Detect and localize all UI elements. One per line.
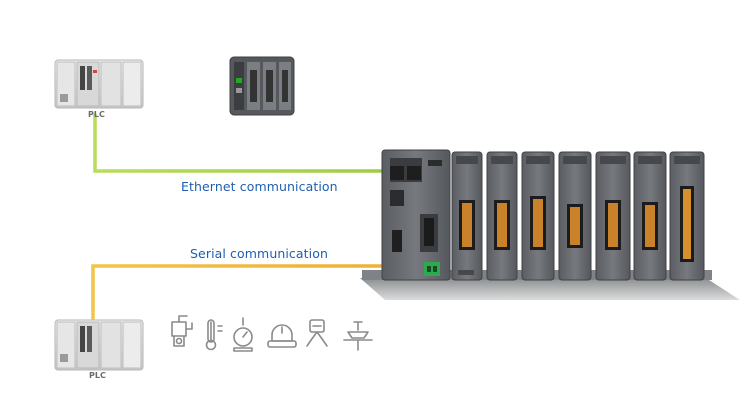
remote-io-unit xyxy=(229,56,295,116)
serial-line-main xyxy=(91,264,387,320)
plc-bottom xyxy=(54,319,144,371)
ethernet-communication-label: Ethernet communication xyxy=(181,179,338,194)
serial-lines xyxy=(91,264,387,322)
pressure-gauge-icon xyxy=(233,317,253,352)
ethernet-line-plc xyxy=(93,113,397,173)
io-module-5 xyxy=(595,151,631,281)
field-devices xyxy=(171,315,373,352)
valve-icon xyxy=(343,321,373,351)
ethernet-lines xyxy=(93,113,397,173)
io-module-1 xyxy=(451,151,483,281)
io-module-6 xyxy=(633,151,667,281)
cpu-module xyxy=(381,149,451,281)
plc-top xyxy=(54,59,144,109)
io-module-7 xyxy=(669,151,705,281)
plc-bottom-label: PLC xyxy=(89,371,106,380)
serial-communication-label: Serial communication xyxy=(190,246,329,261)
io-module-4 xyxy=(558,151,592,281)
io-module-2 xyxy=(486,151,518,281)
rotating-light-icon xyxy=(267,324,297,348)
io-modules xyxy=(451,151,705,281)
pump-icon xyxy=(171,315,193,347)
plc-top-label: PLC xyxy=(88,110,105,119)
thermometer-icon xyxy=(205,319,223,351)
io-module-3 xyxy=(521,151,555,281)
controller-rack xyxy=(360,149,740,300)
sensor-probe-icon xyxy=(306,319,328,347)
